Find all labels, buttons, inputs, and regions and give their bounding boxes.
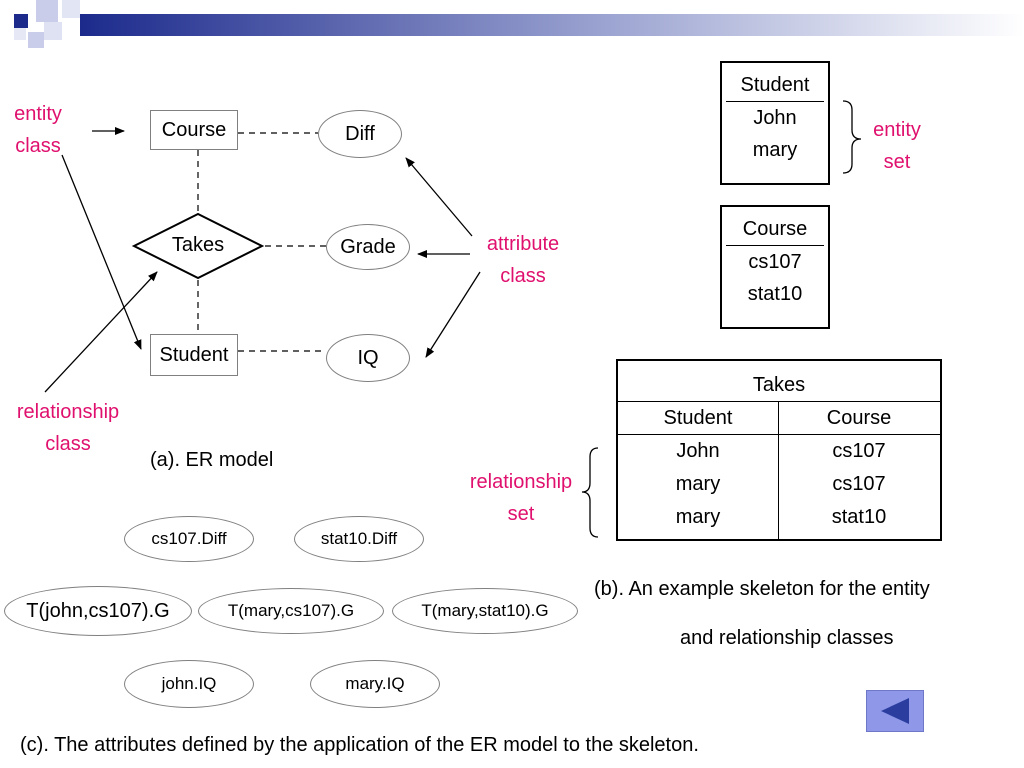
table-cell: cs107	[832, 473, 886, 495]
student-entity: Student	[150, 334, 238, 376]
table-cell: mary	[675, 506, 721, 528]
attribute-instance: T(mary,stat10).G	[392, 588, 578, 634]
skeleton-caption-line2: and relationship classes	[680, 627, 894, 649]
diff-attribute-label: Diff	[345, 122, 375, 145]
entity-class-label-line2: class	[15, 135, 61, 157]
table-cell: stat10	[831, 506, 887, 528]
attribute-instance-label: stat10.Diff	[320, 529, 398, 548]
attribute-instance-label: mary.IQ	[345, 674, 405, 693]
takes-col-course: Course	[826, 407, 892, 429]
back-button[interactable]	[866, 690, 924, 732]
attribute-instance: T(john,cs107).G	[4, 586, 192, 636]
grade-attribute: Grade	[326, 224, 410, 270]
skeleton-caption-line1: (b). An example skeleton for the entity	[594, 578, 930, 600]
takes-table-title: Takes	[752, 374, 806, 396]
table-row: mary	[752, 139, 798, 161]
entity-set-label: entity set	[862, 114, 932, 178]
relationship-set-label-line2: set	[507, 503, 535, 525]
header-decoration	[14, 0, 1024, 48]
takes-relationship-label: Takes	[171, 234, 225, 256]
iq-attribute-label: IQ	[357, 346, 379, 369]
takes-table-divider	[618, 401, 940, 402]
attribute-class-label: attribute class	[474, 228, 572, 292]
diff-attribute: Diff	[318, 110, 402, 158]
takes-diamond	[131, 212, 265, 280]
iq-attribute: IQ	[326, 334, 410, 382]
attribute-instance-label: T(john,cs107).G	[26, 599, 170, 622]
attribute-instance-label: T(mary,cs107).G	[227, 601, 355, 620]
entity-class-label-line1: entity	[14, 103, 62, 125]
course-entity-label: Course	[161, 119, 227, 141]
relationship-set-brace	[581, 447, 599, 538]
table-row: stat10	[747, 283, 803, 305]
triangle-left-icon	[881, 698, 909, 724]
grade-attribute-label: Grade	[340, 235, 396, 258]
takes-course-column: cs107 cs107 stat10	[779, 435, 939, 534]
attribute-class-label-line2: class	[500, 265, 546, 287]
course-entity: Course	[150, 110, 238, 150]
takes-table-divider	[618, 434, 940, 435]
attribute-instance: mary.IQ	[310, 660, 440, 708]
entity-class-label: entity class	[6, 98, 70, 162]
attribute-instance: john.IQ	[124, 660, 254, 708]
attribute-instance-label: cs107.Diff	[151, 529, 227, 548]
entity-set-brace	[842, 100, 862, 174]
relationship-class-label-line1: relationship	[16, 401, 120, 423]
attribute-instance: cs107.Diff	[124, 516, 254, 562]
takes-student-column: John mary mary	[618, 435, 778, 534]
student-entity-label: Student	[159, 344, 229, 366]
course-entity-table: Course cs107 stat10	[720, 205, 830, 329]
attributes-caption: (c). The attributes defined by the appli…	[20, 734, 699, 756]
er-model-caption: (a). ER model	[150, 449, 274, 471]
attribute-instance: stat10.Diff	[294, 516, 424, 562]
table-row: cs107	[748, 251, 802, 273]
table-cell: John	[676, 440, 720, 462]
student-table-header: Student	[740, 74, 810, 96]
course-table-header: Course	[742, 218, 808, 240]
student-entity-table: Student John mary	[720, 61, 830, 185]
attribute-instance: T(mary,cs107).G	[198, 588, 384, 634]
relationship-class-label-line2: class	[45, 433, 91, 455]
entity-set-label-line2: set	[883, 151, 911, 173]
relationship-class-label: relationship class	[4, 396, 132, 460]
table-row: John	[753, 107, 797, 129]
takes-col-student: Student	[663, 407, 733, 429]
relationship-set-label-line1: relationship	[469, 471, 573, 493]
relationship-set-label: relationship set	[460, 466, 582, 530]
entity-set-label-line1: entity	[873, 119, 921, 141]
attribute-instance-label: T(mary,stat10).G	[421, 601, 549, 620]
attribute-instance-label: john.IQ	[161, 674, 217, 693]
table-cell: cs107	[832, 440, 886, 462]
table-cell: mary	[675, 473, 721, 495]
takes-relationship-table: Takes Student Course John mary mary cs10…	[616, 359, 942, 541]
takes-table-col-divider	[778, 402, 779, 539]
attribute-class-label-line1: attribute	[486, 233, 560, 255]
